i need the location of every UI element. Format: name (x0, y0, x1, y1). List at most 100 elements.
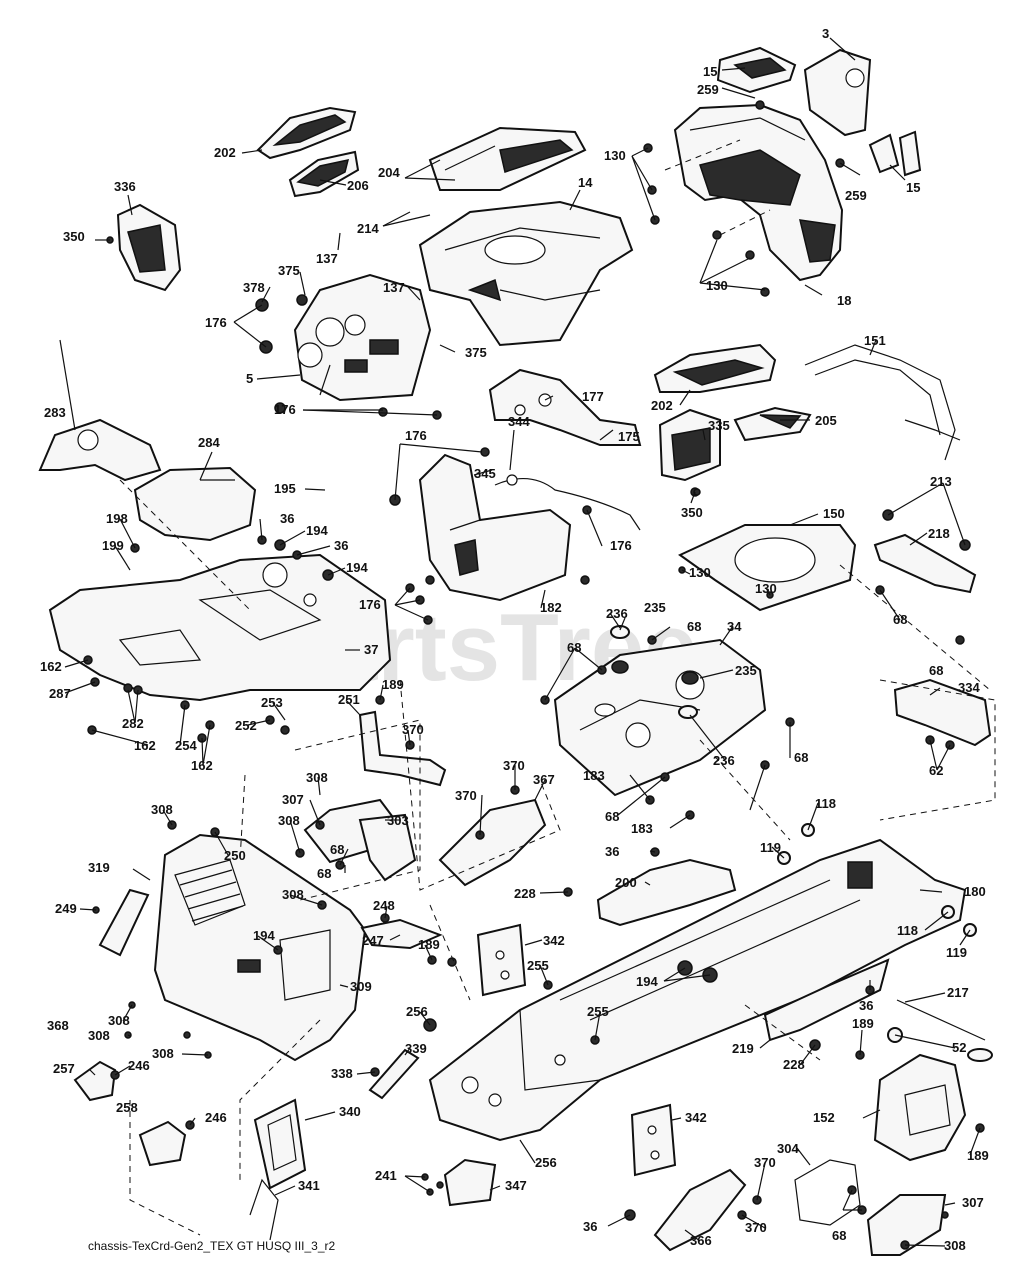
callout-3: 3 (822, 26, 829, 41)
callout-36: 36 (605, 844, 619, 859)
callout-183: 183 (631, 821, 653, 836)
callout-375: 375 (465, 345, 487, 360)
callout-130: 130 (755, 581, 777, 596)
callout-204: 204 (378, 165, 400, 180)
callout-308: 308 (306, 770, 328, 785)
callout-68: 68 (330, 842, 344, 857)
bracket-251 (358, 710, 447, 787)
floor-pan (48, 553, 392, 702)
callout-213: 213 (930, 474, 952, 489)
callout-189: 189 (967, 1148, 989, 1163)
callout-119: 119 (760, 840, 781, 855)
callout-249: 249 (55, 901, 77, 916)
callout-345: 345 (474, 466, 496, 481)
leader-lines (59, 37, 981, 1247)
callout-150: 150 (823, 506, 845, 521)
callout-367: 367 (533, 772, 555, 787)
callout-368: 368 (47, 1018, 69, 1033)
callout-228: 228 (514, 886, 536, 901)
callout-183: 183 (583, 768, 605, 783)
callout-248: 248 (373, 898, 395, 913)
callout-177: 177 (582, 389, 604, 404)
callout-189: 189 (852, 1016, 874, 1031)
bracket-304 (794, 1159, 861, 1226)
tie-rod (896, 999, 993, 1062)
callout-130: 130 (689, 565, 711, 580)
callout-308: 308 (108, 1013, 130, 1028)
callout-202: 202 (651, 398, 673, 413)
main-chassis-frame (428, 838, 967, 1142)
callout-68: 68 (893, 612, 907, 627)
callout-152: 152 (813, 1110, 835, 1125)
callout-307: 307 (962, 1195, 984, 1210)
handle-319 (98, 888, 150, 957)
callout-258: 258 (116, 1100, 138, 1115)
callout-176: 176 (405, 428, 427, 443)
callout-5: 5 (246, 371, 253, 386)
callout-202: 202 (214, 145, 236, 160)
bracket-257 (73, 1060, 117, 1102)
steering-support-bracket (488, 368, 642, 446)
seat-pan-cover (133, 466, 257, 542)
callout-350: 350 (681, 505, 703, 520)
callout-308: 308 (152, 1046, 174, 1061)
brake-bracket (303, 798, 417, 882)
callout-68: 68 (567, 640, 581, 655)
callout-214: 214 (357, 221, 379, 236)
callout-176: 176 (359, 597, 381, 612)
callout-308: 308 (944, 1238, 966, 1253)
callout-257: 257 (53, 1061, 75, 1076)
callout-308: 308 (278, 813, 300, 828)
hardware-fasteners (83, 100, 985, 1250)
callout-259: 259 (845, 188, 867, 203)
latch-247 (360, 918, 443, 950)
callout-370: 370 (754, 1155, 776, 1170)
callout-304: 304 (777, 1141, 799, 1156)
callout-217: 217 (947, 985, 969, 1000)
callout-labels: 3 15 259 202 204 206 130 14 259 15 336 2… (40, 26, 989, 1253)
headlight-lens-left (256, 106, 357, 160)
bracket-342-upper (476, 923, 527, 997)
callout-303: 303 (387, 813, 409, 828)
side-panel-left (116, 203, 182, 292)
fender-shroud-283 (38, 418, 162, 482)
callout-342: 342 (685, 1110, 707, 1125)
callout-284: 284 (198, 435, 220, 450)
callout-194: 194 (253, 928, 275, 943)
plate-218 (873, 533, 977, 594)
callout-36: 36 (334, 538, 348, 553)
part-shapes (38, 37, 996, 1256)
callout-308: 308 (151, 802, 173, 817)
callout-68: 68 (605, 809, 619, 824)
callout-375: 375 (278, 263, 300, 278)
callout-36: 36 (583, 1219, 597, 1234)
callout-52: 52 (952, 1040, 966, 1055)
callout-256: 256 (535, 1155, 557, 1170)
callout-228: 228 (783, 1057, 805, 1072)
callout-176: 176 (205, 315, 227, 330)
front-grille (673, 103, 844, 282)
callout-246: 246 (205, 1110, 227, 1125)
bracket-341 (249, 1178, 279, 1241)
callout-338: 338 (331, 1066, 353, 1081)
callout-254: 254 (175, 738, 197, 753)
callout-347: 347 (505, 1178, 527, 1193)
callout-370: 370 (402, 722, 424, 737)
callout-137: 137 (316, 251, 338, 266)
callout-256: 256 (406, 1004, 428, 1019)
callout-255: 255 (527, 958, 549, 973)
callout-252: 252 (235, 718, 257, 733)
callout-162: 162 (40, 659, 62, 674)
callout-162: 162 (134, 738, 156, 753)
callout-283: 283 (44, 405, 66, 420)
bracket-367 (438, 798, 547, 887)
callout-36: 36 (280, 511, 294, 526)
headlight-insert (288, 150, 360, 198)
headlight-housing (803, 48, 872, 137)
callout-236: 236 (713, 753, 735, 768)
callout-370: 370 (745, 1220, 767, 1235)
callout-251: 251 (338, 692, 360, 707)
callout-176: 176 (274, 402, 296, 417)
bracket-307-lower (866, 1194, 947, 1256)
